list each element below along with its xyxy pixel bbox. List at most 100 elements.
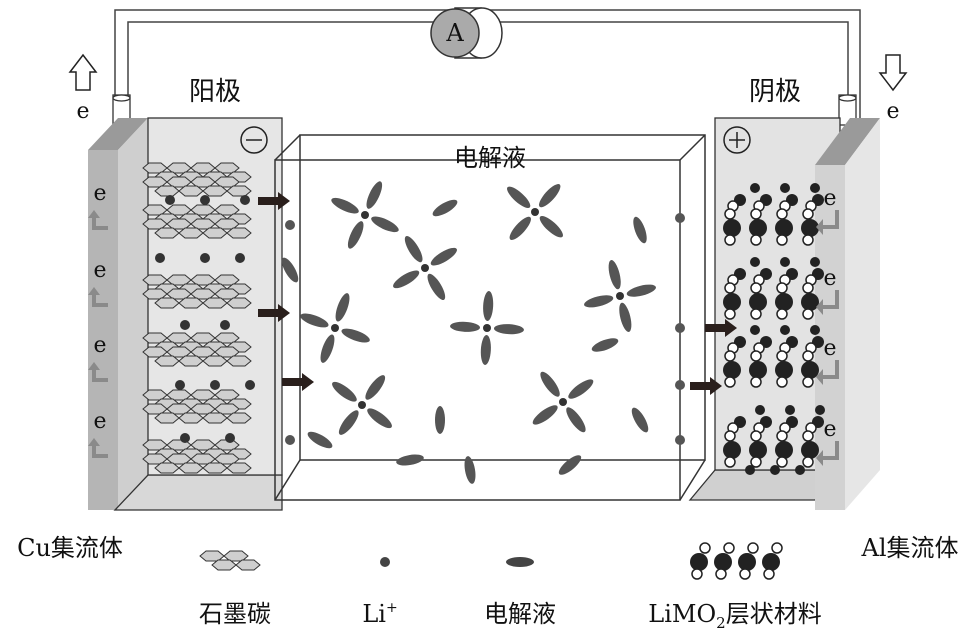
solvent-molecule (338, 410, 359, 435)
solvent-molecule (367, 408, 392, 429)
solvent-molecule (404, 236, 423, 263)
anode-label: 阳极 (189, 77, 241, 107)
electron-down-arrow-icon (878, 54, 908, 92)
electron-label: e (93, 181, 106, 206)
li-ion (785, 405, 795, 415)
solvated-li-cluster (532, 371, 594, 433)
li-ion (175, 380, 185, 390)
li-ion (675, 213, 685, 223)
cathode-label: 阴极 (749, 77, 801, 107)
solvent-molecule (281, 257, 299, 283)
li-ion (245, 380, 255, 390)
graphite-hex (202, 412, 228, 424)
metal-atom (750, 350, 762, 362)
graphite-layer (142, 218, 252, 239)
graphite-hex (178, 355, 204, 367)
graphite-hex (154, 412, 180, 424)
limo2-unit (723, 268, 746, 320)
li-ion (675, 435, 685, 445)
metal-atom (776, 350, 788, 362)
positive-sign-icon (723, 126, 751, 154)
li-ion (285, 220, 295, 230)
solvent-molecule (332, 381, 357, 402)
metal-atom (776, 376, 788, 388)
li-ion (745, 465, 755, 475)
solvated-li-cluster (450, 291, 524, 365)
oxygen-atom (775, 219, 793, 237)
graphite-layer (142, 346, 252, 367)
limo2-unit (749, 194, 772, 246)
limo2-unit (775, 268, 798, 320)
li-ion (155, 253, 165, 263)
li-ion (780, 257, 790, 267)
graphite-hex (178, 412, 204, 424)
oxygen-atom (723, 361, 741, 379)
limo2-unit (723, 416, 746, 468)
metal-atom (724, 208, 736, 220)
metal-atom (747, 542, 759, 554)
legend-li-ion-icon (380, 557, 390, 567)
li-ion (200, 195, 210, 205)
limo2-unit (723, 336, 746, 388)
metal-atom (802, 282, 814, 294)
metal-atom (739, 568, 751, 580)
graphite-hex (154, 355, 180, 367)
electron-label: e (823, 266, 836, 291)
solvent-molecule (427, 273, 446, 300)
oxygen-atom (801, 293, 819, 311)
li-ion (559, 398, 567, 406)
solvated-li-cluster (507, 184, 563, 240)
solvent-molecule (432, 199, 458, 217)
legend-graphite-icon (199, 550, 261, 571)
electron-label: e (823, 417, 836, 442)
metal-atom (750, 430, 762, 442)
graphite-layer (142, 403, 252, 424)
electron-flow-arrow-icon (88, 287, 108, 307)
graphite-layer (142, 453, 252, 474)
electron-label: e (823, 186, 836, 211)
solvent-molecule (493, 324, 524, 335)
oxygen-atom (775, 361, 793, 379)
graphite-hex (226, 412, 252, 424)
li-ion (200, 253, 210, 263)
oxygen-atom (801, 441, 819, 459)
solvent-molecule (584, 295, 614, 308)
metal-atom (724, 234, 736, 246)
solvent-molecule (464, 456, 476, 484)
metal-atom (750, 308, 762, 320)
li-ion (750, 325, 760, 335)
graphite-hex (226, 462, 252, 474)
limo2-unit (801, 336, 824, 388)
graphite-hex (202, 227, 228, 239)
li-ion (220, 320, 230, 330)
electron-label: e (823, 336, 836, 361)
solvent-molecule (396, 454, 424, 466)
metal-atom (724, 430, 736, 442)
al-collector-label: Al集流体 (860, 534, 958, 562)
metal-atom (699, 542, 711, 554)
electron-flow-arrow-icon (816, 360, 839, 385)
solvent-molecule (365, 375, 386, 400)
electron-flow-arrow-icon (816, 290, 839, 315)
li-ion (815, 405, 825, 415)
li-ion (675, 380, 685, 390)
oxygen-atom (762, 553, 780, 571)
legend-electrolyte-label: 电解液 (484, 600, 556, 628)
solvent-molecule (483, 291, 494, 322)
metal-atom (715, 568, 727, 580)
metal-atom (750, 234, 762, 246)
solvent-molecule (591, 338, 619, 352)
li-ion (331, 324, 339, 332)
solvated-li-cluster (332, 375, 392, 435)
li-ion (361, 211, 369, 219)
oxygen-atom (690, 553, 708, 571)
solvent-molecule (307, 431, 333, 449)
metal-atom (802, 308, 814, 320)
metal-atom (750, 456, 762, 468)
oxygen-atom (801, 219, 819, 237)
oxygen-atom (738, 553, 756, 571)
solvent-molecule (532, 405, 558, 425)
limo2-unit (775, 194, 798, 246)
legend: 石墨碳 Li+ 电解液 LiMO2层状材料 (199, 557, 822, 632)
oxygen-atom (749, 293, 767, 311)
